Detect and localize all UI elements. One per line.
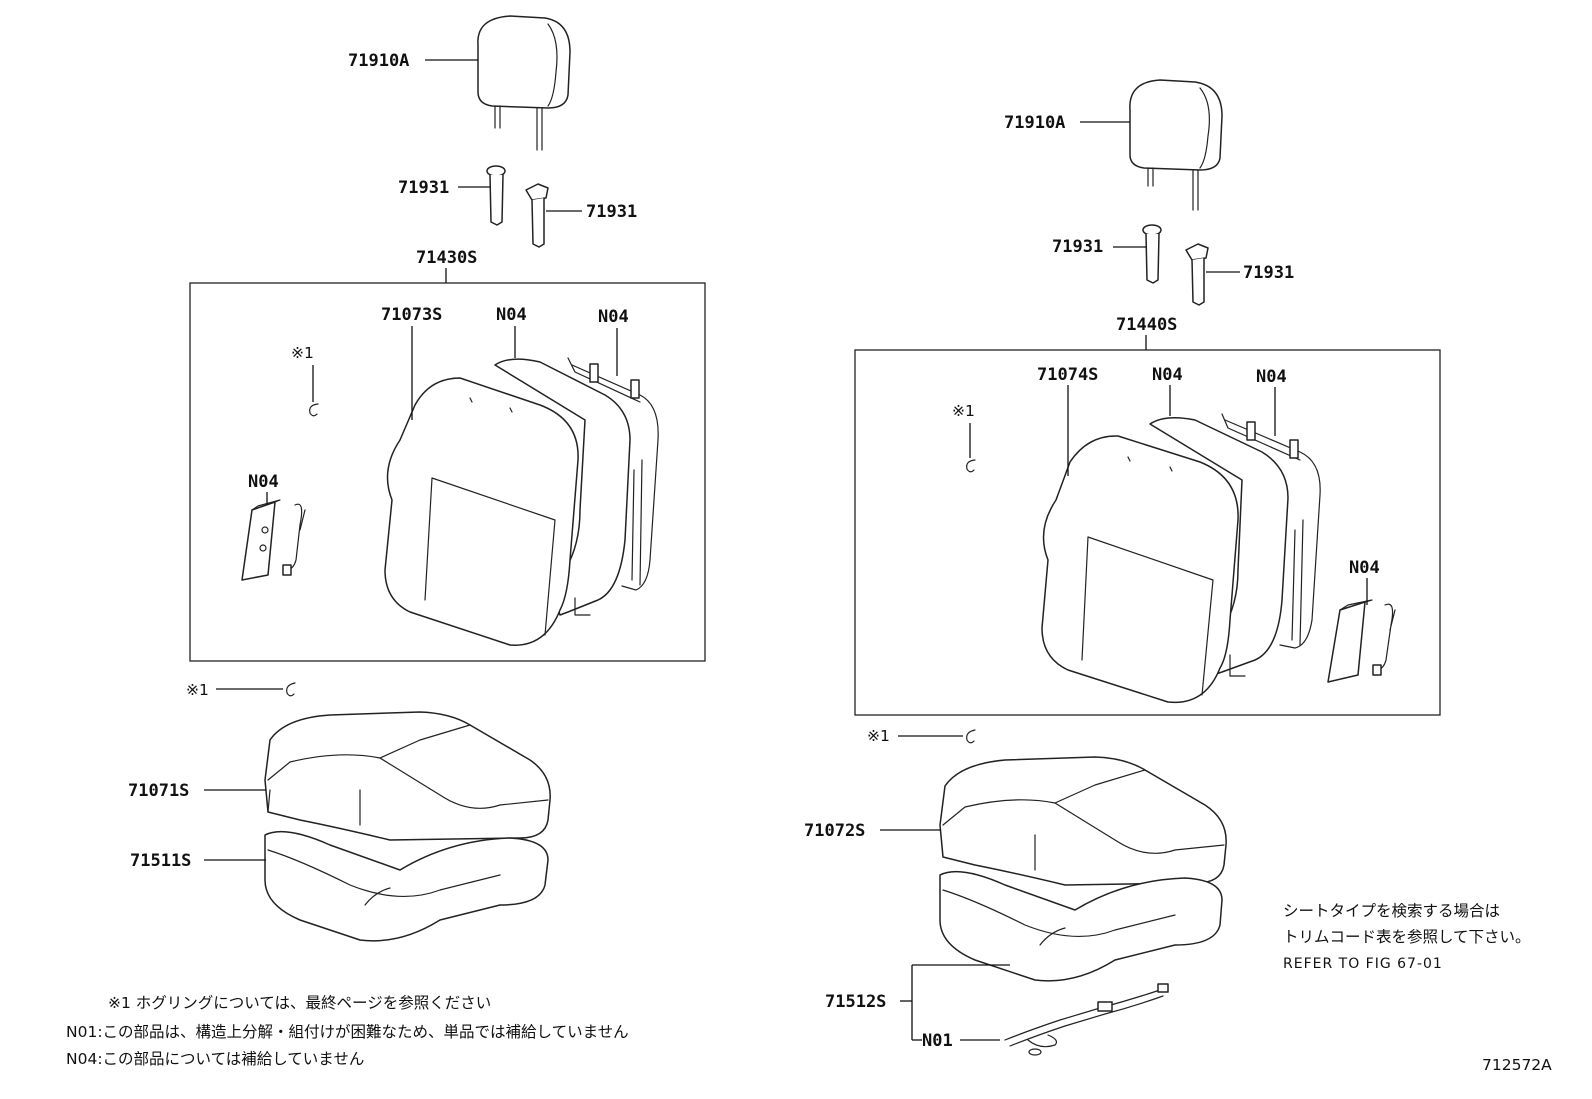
left-assembly-label: 71430S: [416, 248, 477, 268]
left-cover-label: 71073S: [381, 305, 442, 325]
right-ring-mark-out: ※1: [867, 727, 890, 745]
right-headrest-label: 71910A: [1004, 113, 1065, 133]
left-headrest-support-a: [486, 165, 506, 226]
trim-note-line-3: REFER TO FIG 67-01: [1283, 956, 1443, 972]
left-ring-mark-out: ※1: [186, 681, 209, 699]
left-n04-label-b: N04: [598, 307, 629, 327]
right-seatback-assembly-box: [854, 349, 1441, 716]
left-n04-label-c: N04: [248, 472, 279, 492]
trim-note-line-2: トリムコード表を参照して下さい。: [1283, 928, 1531, 946]
right-seatback-frame: [1221, 413, 1321, 649]
right-n04-label-b: N04: [1256, 367, 1287, 387]
left-hog-ring-icon-out: [286, 682, 296, 697]
left-cushion-pad-label: 71511S: [130, 851, 191, 871]
right-headrest-support-b: [1185, 243, 1209, 306]
right-support-label-a: 71931: [1052, 237, 1103, 257]
right-hog-ring-icon-out: [966, 729, 976, 744]
left-headrest: [477, 15, 571, 151]
right-headrest-support-a: [1142, 224, 1162, 284]
right-assembly-label: 71440S: [1116, 315, 1177, 335]
left-seatback-assembly-box: [189, 282, 706, 662]
left-seat-group: 71910A 71931 71931 71430S: [128, 15, 706, 942]
left-support-label-b: 71931: [586, 202, 637, 222]
right-seatback-cover: [1041, 435, 1239, 704]
left-cushion-pad: [264, 830, 549, 942]
note-n04: N04:この部品については補給していません: [66, 1050, 364, 1068]
trim-note-line-1: シートタイプを検索する場合は: [1283, 902, 1500, 920]
left-cushion-cover-label: 71071S: [128, 781, 189, 801]
right-support-label-b: 71931: [1243, 263, 1294, 283]
left-hog-ring-icon-box: [309, 403, 319, 417]
figure-number: 712572A: [1482, 1056, 1552, 1074]
left-support-label-a: 71931: [398, 178, 449, 198]
left-seatback-cover: [384, 377, 579, 646]
right-n01-wire-harness: [1004, 983, 1169, 1056]
left-ring-mark-box: ※1: [291, 344, 314, 362]
left-headrest-label: 71910A: [348, 51, 409, 71]
right-cushion-pad: [939, 870, 1223, 982]
right-lumbar-control: [1327, 599, 1396, 683]
right-n01-label: N01: [922, 1031, 953, 1051]
note-n01: N01:この部品は、構造上分解・組付けが困難なため、単品では補給していません: [66, 1023, 629, 1041]
right-n04-label-c: N04: [1349, 558, 1380, 578]
right-cushion-pad-label: 71512S: [825, 992, 886, 1012]
left-lumbar-control: [241, 499, 306, 581]
right-ring-mark-box: ※1: [952, 402, 975, 420]
left-cushion-cover: [264, 711, 551, 841]
right-hog-ring-icon-box: [966, 459, 976, 473]
right-n04-label-a: N04: [1152, 365, 1183, 385]
note-hog-ring: ※1 ホグリングについては、最終ページを参照ください: [108, 994, 491, 1012]
right-headrest: [1129, 79, 1223, 211]
left-seatback-frame: [567, 357, 659, 591]
right-cover-label: 71074S: [1037, 365, 1098, 385]
right-cushion-cover: [939, 756, 1227, 886]
right-seat-group: 71910A 71931 71931 71440S: [804, 79, 1441, 1056]
left-n04-label-a: N04: [496, 305, 527, 325]
left-headrest-support-b: [525, 183, 549, 248]
right-cushion-cover-label: 71072S: [804, 821, 865, 841]
